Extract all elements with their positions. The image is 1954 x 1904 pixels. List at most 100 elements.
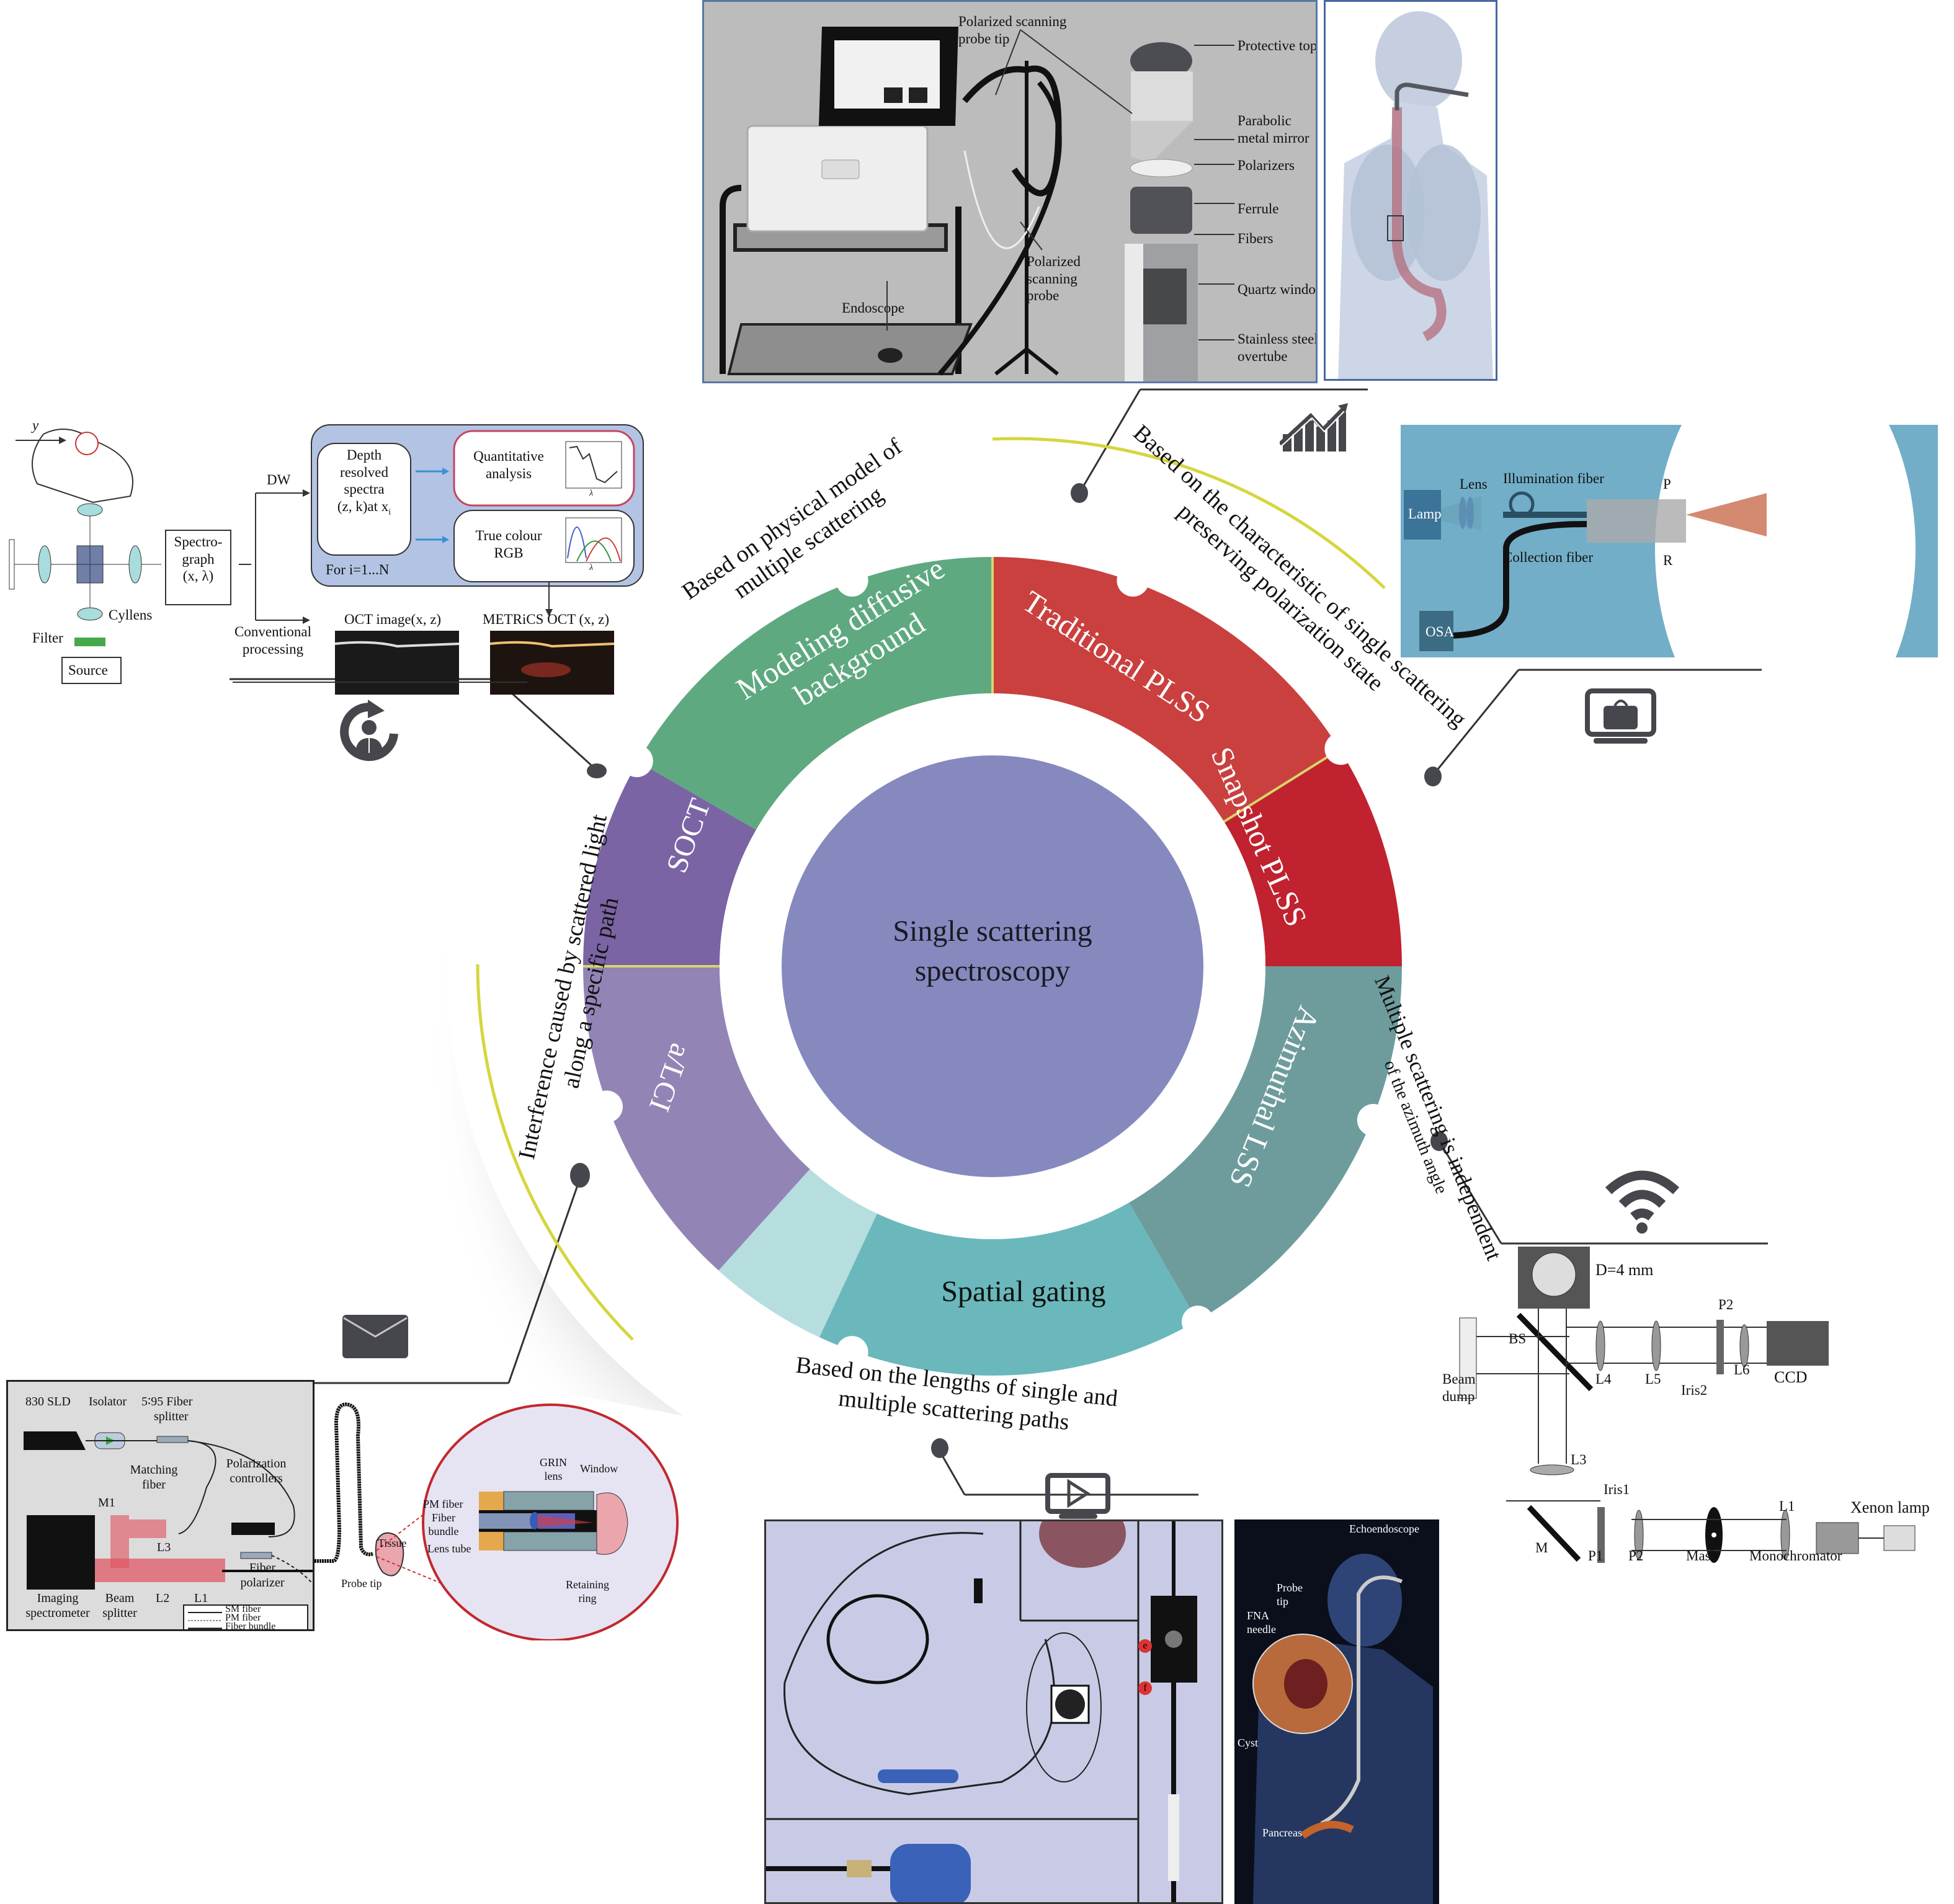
monitor-play-icon xyxy=(1045,1473,1110,1519)
legend-pm-fiber: PM fiber xyxy=(225,1613,261,1623)
label-lamp: Lamp xyxy=(1408,506,1442,522)
label-l1: L1 xyxy=(194,1591,208,1605)
ring-notch xyxy=(836,1336,868,1369)
ring-notch xyxy=(620,745,653,777)
spatial-gating-probe-panel: e f xyxy=(764,1519,1223,1904)
label-ferrule: Ferrule xyxy=(1238,201,1279,216)
label-quartz-window: Quartz window xyxy=(1238,282,1318,297)
mail-icon xyxy=(342,1315,408,1358)
ring-segment-modeling xyxy=(638,557,993,830)
snapshot-plss-panel: Lamp Lens Illumination fiber Collection … xyxy=(1401,425,1938,657)
label-polarizers: Polarizers xyxy=(1238,158,1295,173)
label-mask: Mask xyxy=(1686,1548,1718,1563)
wifi-icon xyxy=(1605,1170,1680,1234)
ring-notch xyxy=(1324,732,1357,765)
ring-segment-soct xyxy=(583,762,756,966)
label-pancreas: Pancreas xyxy=(1262,1826,1302,1839)
label-p2-top: P2 xyxy=(1718,1297,1734,1312)
label-collection-fiber: Collection fiber xyxy=(1503,549,1593,565)
label-source: Source xyxy=(68,662,108,678)
label-l2: L2 xyxy=(156,1591,170,1605)
ring-notch xyxy=(1117,564,1149,597)
label-cyst: Cyst xyxy=(1238,1737,1259,1749)
refresh-user-icon xyxy=(340,700,398,761)
segment-label-spatial-gating: Spatial gating xyxy=(941,1275,1106,1308)
chart-growth-icon xyxy=(1280,403,1348,452)
label-lens: Lens xyxy=(1460,476,1488,492)
ring-notch xyxy=(1357,1103,1390,1136)
label-tissue: Tissue xyxy=(378,1537,407,1549)
label-d-4mm: D=4 mm xyxy=(1595,1261,1654,1279)
label-m1: M1 xyxy=(98,1496,115,1510)
marker-f: f xyxy=(1138,1681,1152,1695)
label-bs: BS xyxy=(1509,1331,1527,1346)
label-pm-fiber: PM fiber xyxy=(423,1498,463,1510)
esophagus-illustration xyxy=(1324,0,1497,381)
ring-notch xyxy=(836,564,868,597)
ring-notch xyxy=(1182,1306,1214,1338)
ring-segment-snapshot-plss xyxy=(1224,749,1402,966)
center-title: Single scattering spectroscopy xyxy=(893,915,1092,987)
label-illumination-fiber: Illumination fiber xyxy=(1503,471,1604,486)
ring-notch xyxy=(590,1090,623,1123)
label-endoscope: Endoscope xyxy=(842,300,904,316)
ring-segment-spatial-gating xyxy=(757,1190,1197,1376)
legend-sm-fiber: SM fiber xyxy=(225,1604,261,1614)
ring-segment-traditional-plss xyxy=(993,557,1340,822)
label-xenon-lamp: Xenon lamp xyxy=(1850,1498,1930,1516)
soct-optics-diagram xyxy=(9,424,644,695)
label-ccd: CCD xyxy=(1774,1368,1808,1386)
ring-segment-gap xyxy=(718,1168,878,1338)
label-p1: P1 xyxy=(1588,1548,1604,1563)
label-metrics-oct: METRiCS OCT (x, z) xyxy=(483,612,610,627)
label-probe-tip: Probe tip xyxy=(341,1577,382,1590)
label-m: M xyxy=(1535,1540,1548,1555)
label-monochromator: Monochromator xyxy=(1749,1548,1842,1563)
label-lambda-1: λ xyxy=(589,489,594,498)
label-l3: L3 xyxy=(157,1541,171,1554)
label-lambda-2: λ xyxy=(589,563,594,572)
label-dw: DW xyxy=(267,472,291,487)
label-cyllens: Cyllens xyxy=(109,607,153,623)
label-y: y xyxy=(32,417,39,433)
label-isolator: Isolator xyxy=(89,1395,127,1408)
label-p: P xyxy=(1663,476,1671,492)
ring-segment-azimuthal-lss xyxy=(1129,966,1402,1321)
center-disk xyxy=(782,755,1203,1177)
segment-divider xyxy=(1223,748,1341,823)
label-spectrograph: Spectro-graph(x, λ) xyxy=(174,534,223,584)
label-window: Window xyxy=(580,1462,618,1475)
label-830-sld: 830 SLD xyxy=(25,1395,71,1408)
label-l6: L6 xyxy=(1734,1362,1750,1377)
label-iris2: Iris2 xyxy=(1681,1382,1708,1398)
legend-fiber-bundle: Fiber bundle xyxy=(225,1621,276,1631)
label-echoendoscope: Echoendoscope xyxy=(1349,1523,1419,1535)
label-iris1: Iris1 xyxy=(1604,1482,1630,1497)
label-for-loop: For i=1...N xyxy=(326,562,390,577)
label-l3: L3 xyxy=(1571,1452,1587,1467)
label-fibers: Fibers xyxy=(1238,231,1274,246)
label-r: R xyxy=(1663,553,1673,568)
